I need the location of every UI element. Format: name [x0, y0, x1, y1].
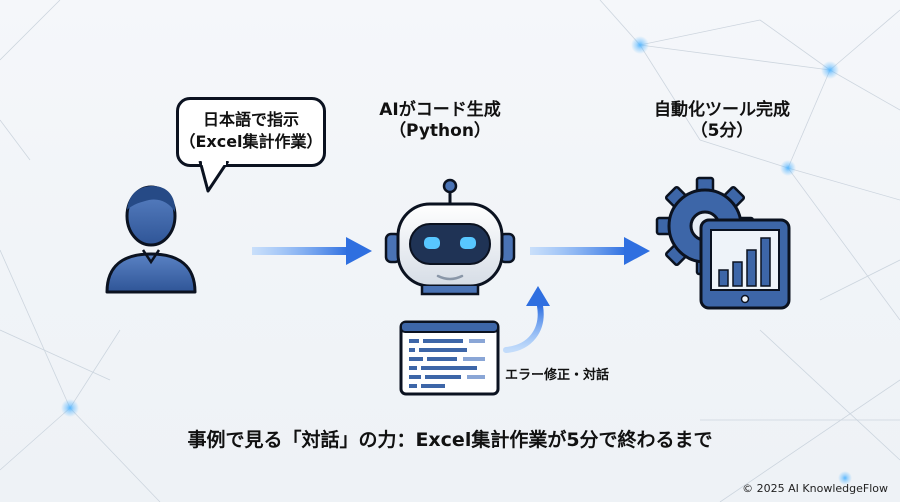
ai-title-line-1: AIがコード生成 — [379, 100, 501, 120]
ai-title: AIがコード生成 （Python） — [365, 100, 515, 142]
feedback-loop-arrow — [503, 286, 550, 353]
ai-title-line-2: （Python） — [389, 121, 491, 141]
copyright-text: © 2025 AI KnowledgeFlow — [742, 482, 888, 495]
result-title: 自動化ツール完成 （5分） — [642, 100, 802, 142]
instruction-speech-bubble: 日本語で指示 （Excel集計作業） — [176, 97, 326, 167]
bubble-line-1: 日本語で指示 — [202, 110, 299, 129]
flow-arrow-2 — [530, 237, 650, 265]
flow-arrow-1 — [252, 237, 372, 265]
diagram-caption: 事例で見る「対話」の力：Excel集計作業が5分で終わるまで — [187, 429, 713, 451]
speech-bubble-tail — [198, 161, 230, 193]
gear-tablet-chart-icon — [655, 176, 791, 310]
result-title-line-2: （5分） — [690, 121, 754, 141]
code-editor-icon — [399, 320, 500, 396]
robot-icon — [384, 178, 516, 296]
user-icon — [105, 185, 197, 294]
bubble-line-2: （Excel集計作業） — [179, 132, 323, 151]
result-title-line-1: 自動化ツール完成 — [654, 100, 790, 120]
feedback-label: エラー修正・対話 — [505, 368, 610, 383]
